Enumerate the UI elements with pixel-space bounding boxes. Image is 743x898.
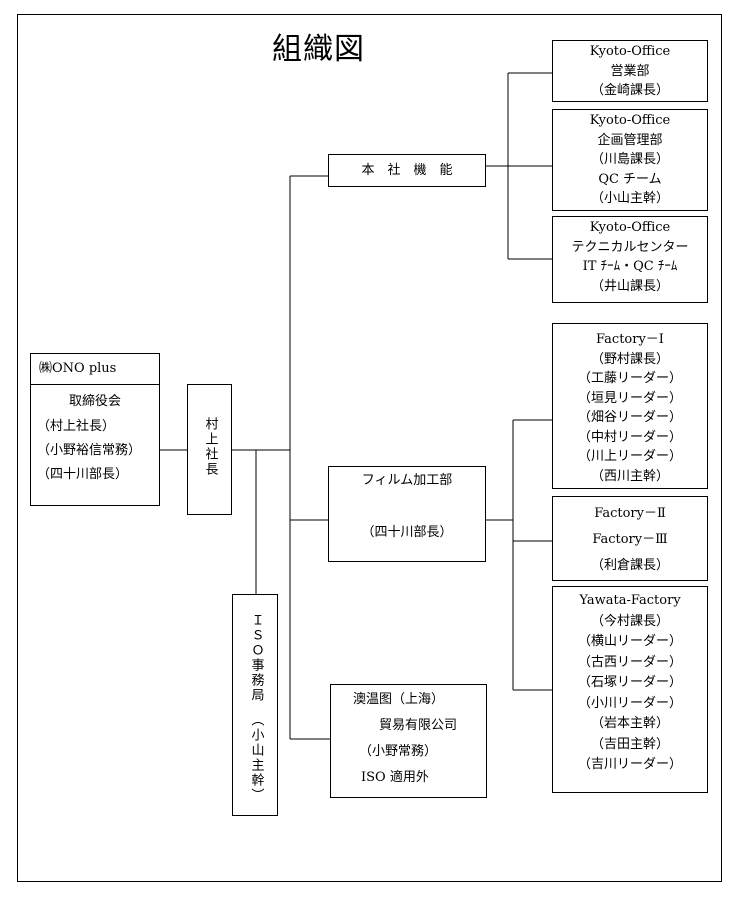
office-line: QC チーム — [598, 171, 662, 187]
trade-line: 澳温图（上海） — [353, 692, 445, 707]
factory-box-2-3: Factory－Ⅱ Factory－Ⅲ （利倉課長） — [552, 496, 708, 581]
trade-line: （小野常務） — [359, 744, 438, 759]
film-division-box: フィルム加工部 （四十川部長） — [328, 466, 486, 562]
factory-box-1: Factory－Ⅰ （野村課長） （工藤リーダー） （垣見リーダー） （畑谷リー… — [552, 323, 708, 489]
iso-office-box: ＩＳＯ事務局 （小山主幹） — [232, 594, 278, 816]
honsha-label: 本 社 機 能 — [361, 163, 453, 178]
factory-box-yawata: Yawata-Factory （今村課長） （横山リーダー） （古西リーダー） … — [552, 586, 708, 793]
honsha-box: 本 社 機 能 — [328, 154, 486, 187]
diagram-frame — [17, 14, 722, 882]
office-line: IT ﾁｰﾑ・QC ﾁｰﾑ — [582, 259, 678, 274]
factory-line: （川上リーダー） — [577, 449, 682, 464]
office-box-planning: Kyoto-Office 企画管理部 （川島課長） QC チーム （小山主幹） — [552, 109, 708, 211]
factory-line: （吉田主幹） — [590, 736, 669, 752]
company-name: ㈱ONO plus — [31, 354, 159, 385]
office-line: 営業部 — [610, 63, 650, 79]
office-line: Kyoto-Office — [589, 113, 671, 128]
page-title: 組織図 — [272, 32, 365, 67]
trade-line: ISO 適用外 — [361, 770, 429, 785]
factory-line: （工藤リーダー） — [577, 371, 682, 386]
factory-line: （中村リーダー） — [577, 429, 682, 445]
iso-office-sub: （小山主幹） — [248, 713, 264, 803]
factory-line: （岩本主幹） — [590, 716, 669, 731]
company-box: ㈱ONO plus 取締役会 （村上社長） （小野裕信常務） （四十川部長） — [30, 353, 160, 506]
office-line: テクニカルセンター — [571, 239, 689, 255]
office-line: （川島課長） — [590, 152, 669, 167]
factory-line: （垣見リーダー） — [577, 390, 682, 406]
factory-line: （古西リーダー） — [577, 654, 682, 670]
company-line: （小野裕信常務） — [37, 443, 142, 458]
factory-line: Yawata-Factory — [579, 593, 681, 608]
office-box-technical: Kyoto-Office テクニカルセンター IT ﾁｰﾑ・QC ﾁｰﾑ （井山… — [552, 216, 708, 303]
trade-line: 貿易有限公司 — [379, 718, 458, 733]
office-line: （井山課長） — [590, 278, 669, 294]
factory-line: （横山リーダー） — [577, 634, 682, 649]
company-line: 取締役会 — [68, 394, 121, 409]
company-line: （四十川部長） — [37, 467, 129, 482]
iso-office-name: ＩＳＯ事務局 — [248, 613, 264, 703]
film-division-name: フィルム加工部 — [361, 473, 453, 488]
factory-line: （野村課長） — [590, 351, 669, 367]
office-line: Kyoto-Office — [589, 220, 671, 235]
factory-line: （西川主幹） — [590, 468, 669, 484]
factory-line: （石塚リーダー） — [577, 675, 682, 690]
office-box-sales: Kyoto-Office 営業部 （金崎課長） — [552, 40, 708, 102]
factory-line: （今村課長） — [590, 613, 669, 629]
factory-line: Factory－Ⅱ — [594, 506, 666, 521]
factory-line: （吉川リーダー） — [577, 757, 682, 772]
factory-line: （畑谷リーダー） — [577, 410, 682, 425]
factory-line: （小川リーダー） — [577, 695, 682, 711]
factory-line: Factory－Ⅰ — [596, 332, 664, 347]
factory-line: （利倉課長） — [590, 558, 669, 573]
film-division-head: （四十川部長） — [361, 524, 453, 540]
office-line: （小山主幹） — [590, 191, 669, 206]
company-line: （村上社長） — [37, 419, 116, 434]
factory-line: Factory－Ⅲ — [592, 532, 668, 547]
president-label: 村上社長 — [202, 417, 218, 477]
office-line: Kyoto-Office — [589, 44, 671, 59]
trade-company-box: 澳温图（上海） 貿易有限公司 （小野常務） ISO 適用外 — [330, 684, 487, 798]
office-line: （金崎課長） — [590, 83, 669, 98]
president-box: 村上社長 — [187, 384, 232, 515]
office-line: 企画管理部 — [597, 132, 663, 148]
